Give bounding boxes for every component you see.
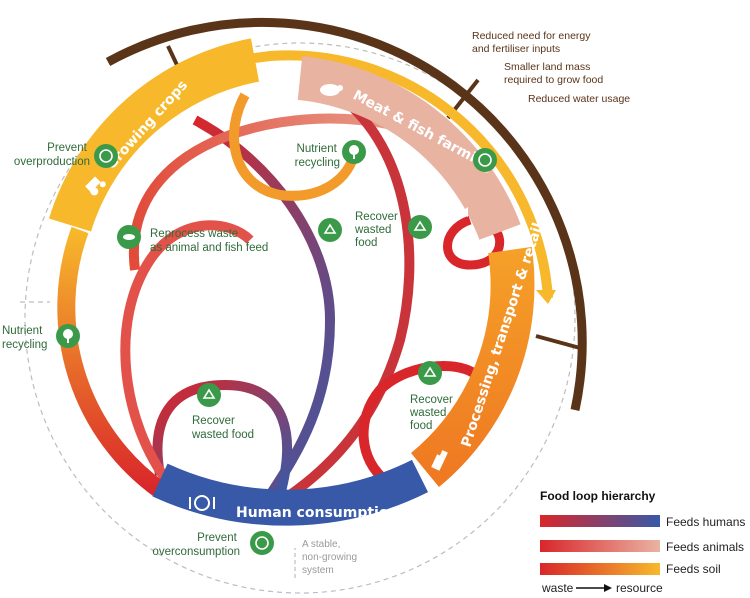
globe-icon [94, 144, 118, 168]
blue-loop-human [152, 379, 293, 497]
globe-icon [473, 148, 497, 172]
minimal-inputs-arc [105, 17, 587, 411]
recycle-icon [418, 361, 442, 385]
nutrient-small-loop-top [229, 92, 360, 201]
legend-title: Food loop hierarchy [540, 489, 656, 503]
prevent-overconsumption-label: Prevent overconsumption [152, 532, 240, 558]
recycle-icon [197, 383, 221, 407]
recycle-icon [408, 215, 432, 239]
legend-waste: waste [541, 581, 574, 595]
red-loop-meat-to-human [287, 101, 415, 500]
legend-resource: resource [616, 581, 663, 595]
legend-arrowhead [604, 584, 612, 592]
truck-icon [431, 450, 448, 471]
legend-swatch-soil [540, 563, 660, 575]
legend-swatch-animals [540, 540, 660, 552]
recycle-icon [318, 218, 342, 242]
prevent-overproduction-label: Prevent overproduction [14, 142, 90, 168]
red-loop-processing [358, 361, 485, 484]
left-orange-band [57, 226, 166, 498]
globe-icon [250, 531, 274, 555]
recover-wasted-left-label: Recover wasted food [191, 415, 254, 441]
legend-item-animals: Feeds animals [666, 540, 744, 554]
segment-meat-fish[interactable] [297, 56, 521, 241]
fish-badge-icon [117, 225, 141, 249]
legend-item-soil: Feeds soil [666, 562, 721, 576]
yellow-feed-loop [239, 50, 553, 299]
reprocess-waste-label: Reprocess waste as animal and fish feed [150, 228, 268, 254]
tree-icon [342, 140, 366, 164]
segment-processing[interactable] [410, 246, 535, 487]
brown-tick-3 [535, 334, 581, 350]
nutrient-recycling-left-label: Nutrient recycling [2, 325, 47, 351]
segment-growing-crops[interactable] [48, 38, 260, 232]
tractor-icon [85, 176, 106, 196]
minimal-inputs-notes: Reduced need for energy and fertiliser i… [472, 30, 630, 105]
meat-small-loop [443, 215, 505, 270]
recover-wasted-right-label: Recover wasted food [409, 394, 456, 432]
recover-wasted-top-label: Recover wasted food [354, 211, 401, 249]
segment-human-consumption[interactable] [152, 459, 429, 526]
plate-icon [189, 495, 215, 511]
tree-icon [56, 324, 80, 348]
human-consumption-label: Human consumption [236, 505, 398, 521]
red-loop-crops-to-human [192, 115, 336, 498]
legend-item-humans: Feeds humans [666, 515, 745, 529]
legend: Food loop hierarchy Feeds humans Feeds a… [540, 489, 745, 595]
fish-icon [442, 207, 468, 217]
legend-swatch-humans [540, 515, 660, 527]
outer-dashed-circle [24, 42, 576, 594]
nutrient-recycling-top-label: Nutrient recycling [295, 143, 340, 169]
loop-left-big [120, 220, 254, 489]
stable-system-label: A stable, non-growing system [302, 539, 360, 576]
pig-icon [320, 84, 343, 96]
yellow-feed-arrowhead [536, 290, 556, 304]
